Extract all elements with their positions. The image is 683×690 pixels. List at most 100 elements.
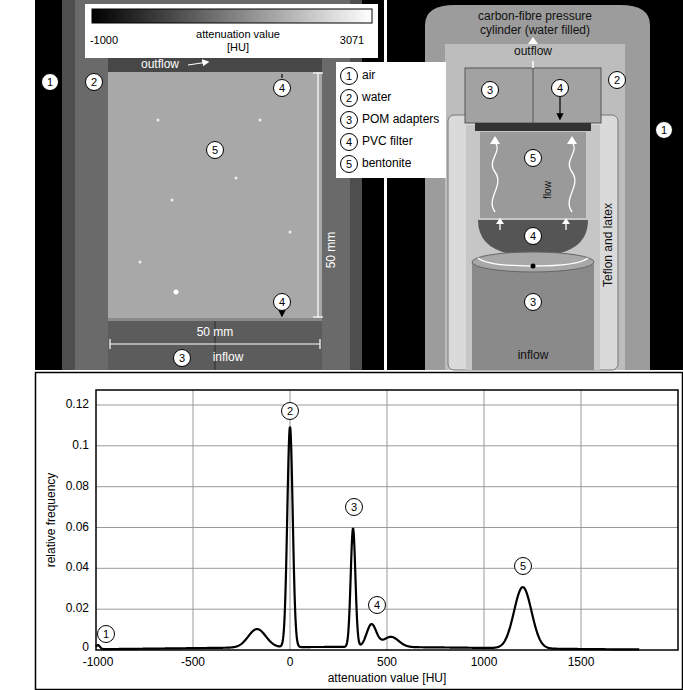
label-holder: 3: [524, 293, 542, 311]
scale-label: attenuation value [HU]: [188, 28, 288, 53]
bentonite-sample: [480, 132, 586, 230]
label-holder: 500: [377, 656, 397, 670]
axis-label: 0.06: [66, 521, 89, 535]
axis-label: relative frequency: [45, 473, 59, 568]
bentonite-sample: [562, 218, 570, 224]
label-holder: 0.04: [66, 561, 89, 575]
legend-box: [336, 62, 446, 178]
label-holder: 3: [481, 81, 499, 99]
flow-label: flow: [542, 181, 554, 199]
ct-annotation-lines: [317, 73, 318, 317]
pom-adapter-bottom: [531, 264, 536, 269]
ct-annotation-lines: [313, 316, 323, 317]
pom-adapter-bottom: [472, 262, 594, 370]
callout-number: 3: [345, 498, 363, 516]
part-label: Teflon and latex: [602, 203, 616, 287]
legend-entry: bentonite: [362, 157, 411, 171]
label-holder: outflow: [141, 58, 179, 72]
label-holder: 4: [551, 79, 569, 97]
pressure-cylinder: [425, 5, 650, 370]
callout-number: 4: [340, 133, 358, 151]
histogram-grid: [96, 568, 678, 569]
label-holder: 0.1: [72, 439, 89, 453]
label-holder: Teflon and latex: [602, 203, 616, 287]
axis-label: 1500: [568, 656, 595, 670]
histogram-panel: [36, 373, 683, 690]
pom-adapter-bottom: [472, 252, 594, 370]
label-holder: relative frequency: [45, 473, 59, 568]
ct-slice: [289, 231, 292, 234]
label-holder: -1000: [83, 656, 114, 670]
label-holder: 4: [273, 79, 291, 97]
axis-label: attenuation value [HU]: [328, 672, 447, 686]
callout-number: 1: [41, 73, 59, 91]
dimension-label: outflow: [141, 58, 179, 72]
label-holder: 4: [368, 596, 386, 614]
ct-slice: [259, 119, 262, 122]
callout-number: 4: [551, 79, 569, 97]
ct-annotation-lines: [110, 343, 320, 344]
label-holder: 2: [281, 402, 299, 420]
callout-number: 4: [273, 293, 291, 311]
pressure-cylinder: [445, 44, 625, 370]
pom-adapter-top: [532, 61, 534, 68]
callout-number: 4: [368, 596, 386, 614]
callout-number: 1: [340, 67, 358, 85]
part-label: carbon-fibre pressure cylinder (water fi…: [460, 10, 610, 38]
histogram-grid: [96, 405, 678, 406]
callout-number: 2: [608, 71, 626, 89]
bentonite-sample: [492, 142, 498, 212]
legend-entry: air: [362, 69, 375, 83]
legend-entry: PVC filter: [362, 135, 413, 149]
ct-annotation-lines: [319, 339, 320, 349]
label-holder: 0.08: [66, 480, 89, 494]
bentonite-sample: [496, 218, 504, 224]
callout-number: 4: [273, 79, 291, 97]
ct-annotation-lines: [281, 311, 282, 316]
legend-text: air: [362, 69, 375, 83]
callout-number: 3: [173, 349, 191, 367]
label-holder: 4: [340, 133, 358, 151]
pom-adapter-top: [465, 37, 601, 123]
scale-label: -1000: [90, 34, 118, 47]
label-holder: 4: [524, 227, 542, 245]
callout-number: 4: [524, 227, 542, 245]
histogram-grid: [96, 486, 678, 487]
label-holder: 5: [524, 149, 542, 167]
histogram-grid: [581, 390, 582, 650]
callout-number: 2: [340, 89, 358, 107]
dimension-label: 50 mm: [325, 232, 339, 269]
ct-slice: [139, 261, 142, 264]
ct-slice: [174, 290, 179, 295]
legend-text: PVC filter: [362, 135, 413, 149]
legend-entry: water: [362, 91, 391, 105]
histogram-grid: [387, 390, 388, 650]
label-holder: outflow: [514, 45, 552, 59]
ct-annotation-lines: [281, 74, 282, 78]
label-holder: flow: [542, 181, 554, 199]
bentonite-sample: [569, 142, 575, 212]
part-label: inflow: [518, 349, 549, 363]
axis-label: 0.08: [66, 480, 89, 494]
pvc-filter: [475, 123, 591, 131]
axis-label: 0.02: [66, 602, 89, 616]
label-holder: 5: [206, 141, 224, 159]
pom-adapter-bottom: [478, 258, 533, 266]
pom-adapter-top: [533, 68, 534, 123]
axis-label: 0: [82, 641, 89, 655]
axis-label: 0.04: [66, 561, 89, 575]
callout-number: 5: [524, 149, 542, 167]
callout-number: 5: [514, 557, 532, 575]
pom-adapter-top: [559, 97, 560, 119]
label-holder: 1: [41, 73, 59, 91]
teflon-latex-sleeve: [466, 125, 600, 370]
pressure-cylinder: [425, 5, 650, 370]
label-holder: 0: [82, 641, 89, 655]
pom-adapter-top: [528, 37, 538, 44]
label-holder: 50 mm: [325, 232, 339, 269]
label-holder: 4: [273, 293, 291, 311]
label-holder: 2: [608, 71, 626, 89]
label-holder: 2: [85, 73, 103, 91]
axis-label: 0: [287, 656, 294, 670]
label-holder: 1500: [568, 656, 595, 670]
